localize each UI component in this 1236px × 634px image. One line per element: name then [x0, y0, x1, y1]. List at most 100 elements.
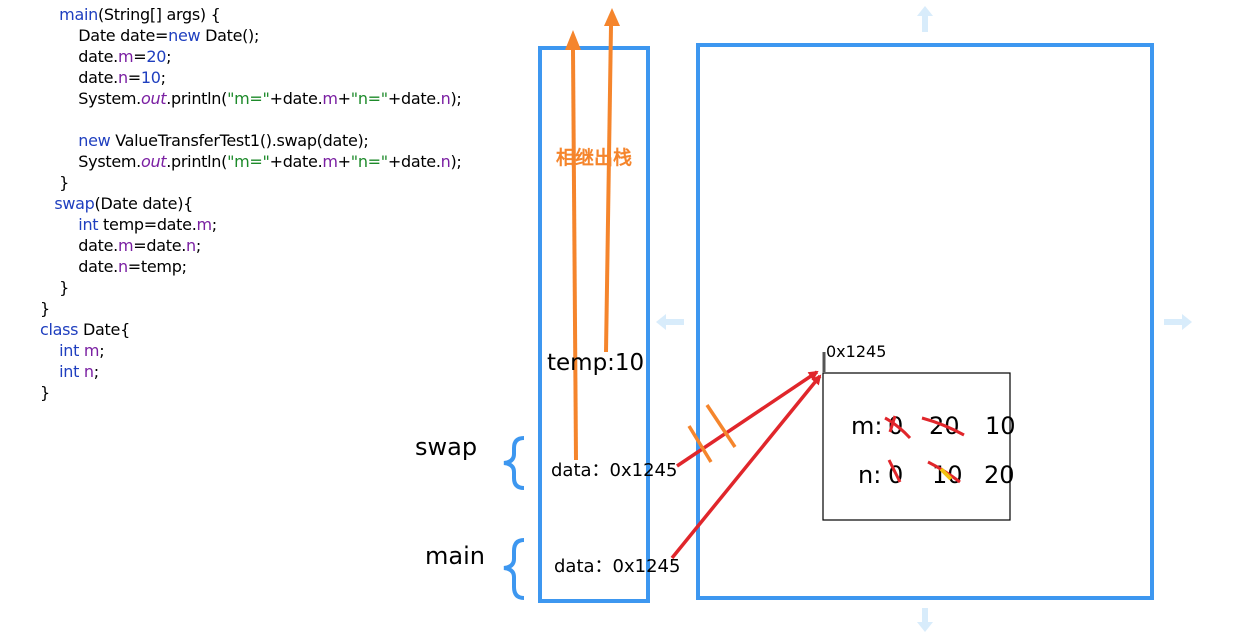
- code-token: out: [140, 89, 167, 108]
- code-token: date.: [40, 47, 118, 66]
- code-token: ValueTransferTest1().swap(date);: [110, 131, 369, 150]
- cut-marks: [687, 404, 737, 463]
- faint-left-arrow-icon: [656, 314, 684, 330]
- code-token: );: [450, 89, 462, 108]
- code-token: System.: [40, 152, 141, 171]
- code-line: int m;: [40, 340, 462, 361]
- code-token: int: [78, 215, 99, 234]
- code-token: n: [117, 257, 128, 276]
- code-line: main(String[] args) {: [40, 4, 462, 25]
- code-token: }: [40, 278, 70, 297]
- swap-reference-arrow: [676, 370, 819, 468]
- code-token: +date.: [269, 152, 323, 171]
- code-token: .println(: [166, 89, 228, 108]
- code-token: ;: [93, 362, 99, 381]
- stack-rectangle: [538, 46, 650, 603]
- code-token: 20: [146, 47, 167, 66]
- main-reference-arrow: [670, 374, 822, 560]
- code-token: (String[] args) {: [97, 5, 221, 24]
- main-brace: [503, 538, 525, 600]
- code-token: n: [440, 89, 451, 108]
- code-token: System.: [40, 89, 141, 108]
- faint-up-arrow-icon: [917, 6, 933, 32]
- code-token: m: [83, 341, 100, 360]
- code-token: }: [40, 299, 50, 318]
- code-token: date.: [40, 68, 118, 87]
- m-value-current: 10: [985, 412, 1016, 440]
- code-token: m: [322, 89, 338, 108]
- code-token: int: [59, 341, 80, 360]
- code-token: n: [83, 362, 94, 381]
- main-frame-label: main: [425, 542, 485, 570]
- code-token: date.: [40, 236, 118, 255]
- code-token: Date{: [78, 320, 130, 339]
- faint-down-arrow-icon: [917, 608, 933, 632]
- code-token: .println(: [166, 152, 228, 171]
- code-token: ;: [211, 215, 217, 234]
- code-token: date.: [40, 257, 118, 276]
- code-token: swap: [54, 194, 95, 213]
- n-value-current: 20: [984, 461, 1015, 489]
- main-data-entry: data：0x1245: [554, 556, 680, 577]
- code-line: class Date{: [40, 319, 462, 340]
- pop-arrow-left: [565, 30, 581, 461]
- pop-label: 相继出栈: [556, 146, 632, 169]
- code-token: out: [140, 152, 167, 171]
- yellow-mark: [939, 467, 953, 481]
- code-token: temp=date.: [98, 215, 197, 234]
- code-token: int: [59, 362, 80, 381]
- code-token: n: [117, 68, 128, 87]
- code-token: "n=": [350, 89, 388, 108]
- code-token: m: [322, 152, 338, 171]
- code-line: int n;: [40, 361, 462, 382]
- code-line: date.m=20;: [40, 46, 462, 67]
- code-line: new ValueTransferTest1().swap(date);: [40, 130, 462, 151]
- heap-address: 0x1245: [826, 342, 886, 361]
- code-token: new: [78, 131, 111, 150]
- code-token: "m=": [227, 152, 270, 171]
- code-line: }: [40, 277, 462, 298]
- code-line: date.n=temp;: [40, 256, 462, 277]
- code-token: n: [186, 236, 196, 255]
- code-token: Date date=: [40, 26, 169, 45]
- code-line: swap(Date date){: [40, 193, 462, 214]
- code-line: }: [40, 172, 462, 193]
- code-token: =temp;: [127, 257, 187, 276]
- code-token: "m=": [227, 89, 270, 108]
- code-token: +: [337, 152, 351, 171]
- temp-label: temp:10: [547, 350, 644, 376]
- n-label: n:: [858, 461, 881, 489]
- swap-brace: [503, 436, 525, 490]
- code-token: n: [440, 152, 451, 171]
- code-line: int temp=date.m;: [40, 214, 462, 235]
- code-line: date.m=date.n;: [40, 235, 462, 256]
- code-token: "n=": [350, 152, 388, 171]
- code-token: +date.: [387, 89, 441, 108]
- code-line: System.out.println("m="+date.m+"n="+date…: [40, 88, 462, 109]
- code-token: }: [40, 173, 70, 192]
- code-line: Date date=new Date();: [40, 25, 462, 46]
- code-token: +date.: [387, 152, 441, 171]
- m-label: m:: [851, 412, 882, 440]
- code-token: ;: [160, 68, 166, 87]
- code-token: ;: [166, 47, 172, 66]
- code-line: System.out.println("m="+date.m+"n="+date…: [40, 151, 462, 172]
- heap-object-box: [822, 372, 1011, 521]
- code-token: class: [40, 320, 79, 339]
- code-token: =: [127, 68, 141, 87]
- heap-rectangle: [696, 43, 1154, 600]
- code-token: }: [40, 383, 50, 402]
- code-token: +date.: [269, 89, 323, 108]
- code-token: ;: [99, 341, 105, 360]
- pop-arrow-right: [604, 8, 620, 353]
- code-token: m: [196, 215, 212, 234]
- code-token: =date.: [133, 236, 187, 255]
- swap-frame-label: swap: [415, 433, 477, 461]
- code-line: }: [40, 298, 462, 319]
- code-token: +: [337, 89, 351, 108]
- code-token: m: [117, 236, 134, 255]
- code-token: main: [59, 5, 98, 24]
- code-token: 10: [140, 68, 161, 87]
- code-token: m: [117, 47, 134, 66]
